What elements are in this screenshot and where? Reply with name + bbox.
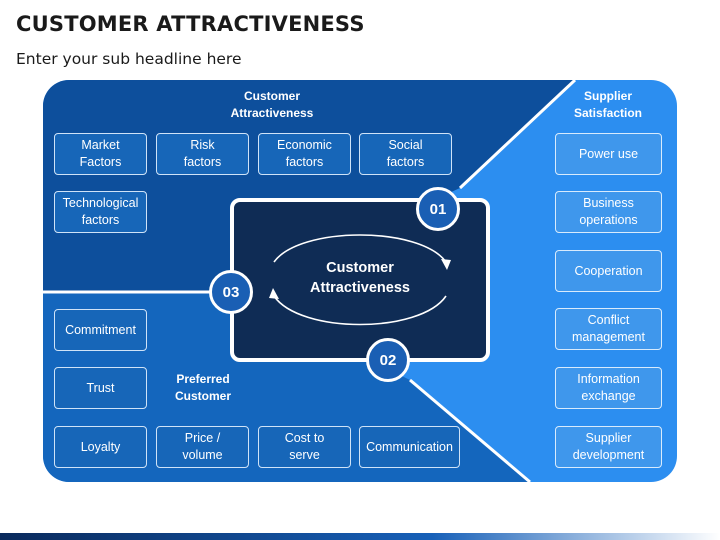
market-factors-box: Market Factors (54, 133, 147, 175)
supplier-satisfaction-heading: Supplier Satisfaction (573, 89, 642, 120)
trust-box: Trust (54, 367, 147, 409)
business-operations-box: Business operations (555, 191, 662, 233)
cycle-arrows (269, 234, 451, 326)
center-label: Customer Attractiveness (310, 260, 410, 296)
risk-factors-box: Risk factors (156, 133, 249, 175)
badge-03: 03 (209, 270, 253, 314)
social-factors-box: Social factors (359, 133, 452, 175)
price-volume-box: Price / volume (156, 426, 249, 468)
information-exchange-box: Information exchange (555, 367, 662, 409)
badge-01: 01 (416, 187, 460, 231)
cost-to-serve-box: Cost to serve (258, 426, 351, 468)
page-subtitle: Enter your sub headline here (16, 50, 242, 68)
technological-factors-box: Technological factors (54, 191, 147, 233)
conflict-management-box: Conflict management (555, 308, 662, 350)
economic-factors-box: Economic factors (258, 133, 351, 175)
communication-box: Communication (359, 426, 460, 468)
loyalty-box: Loyalty (54, 426, 147, 468)
badge-02: 02 (366, 338, 410, 382)
page-title: CUSTOMER ATTRACTIVENESS (16, 12, 365, 36)
footer-bar (0, 533, 720, 540)
power-use-box: Power use (555, 133, 662, 175)
divider-line-bottom (409, 378, 531, 482)
supplier-development-box: Supplier development (555, 426, 662, 468)
divider-line-top (458, 80, 577, 190)
cooperation-box: Cooperation (555, 250, 662, 292)
customer-attractiveness-heading: Customer Attractiveness (230, 89, 314, 120)
commitment-box: Commitment (54, 309, 147, 351)
preferred-customer-heading: Preferred Customer (174, 372, 231, 403)
